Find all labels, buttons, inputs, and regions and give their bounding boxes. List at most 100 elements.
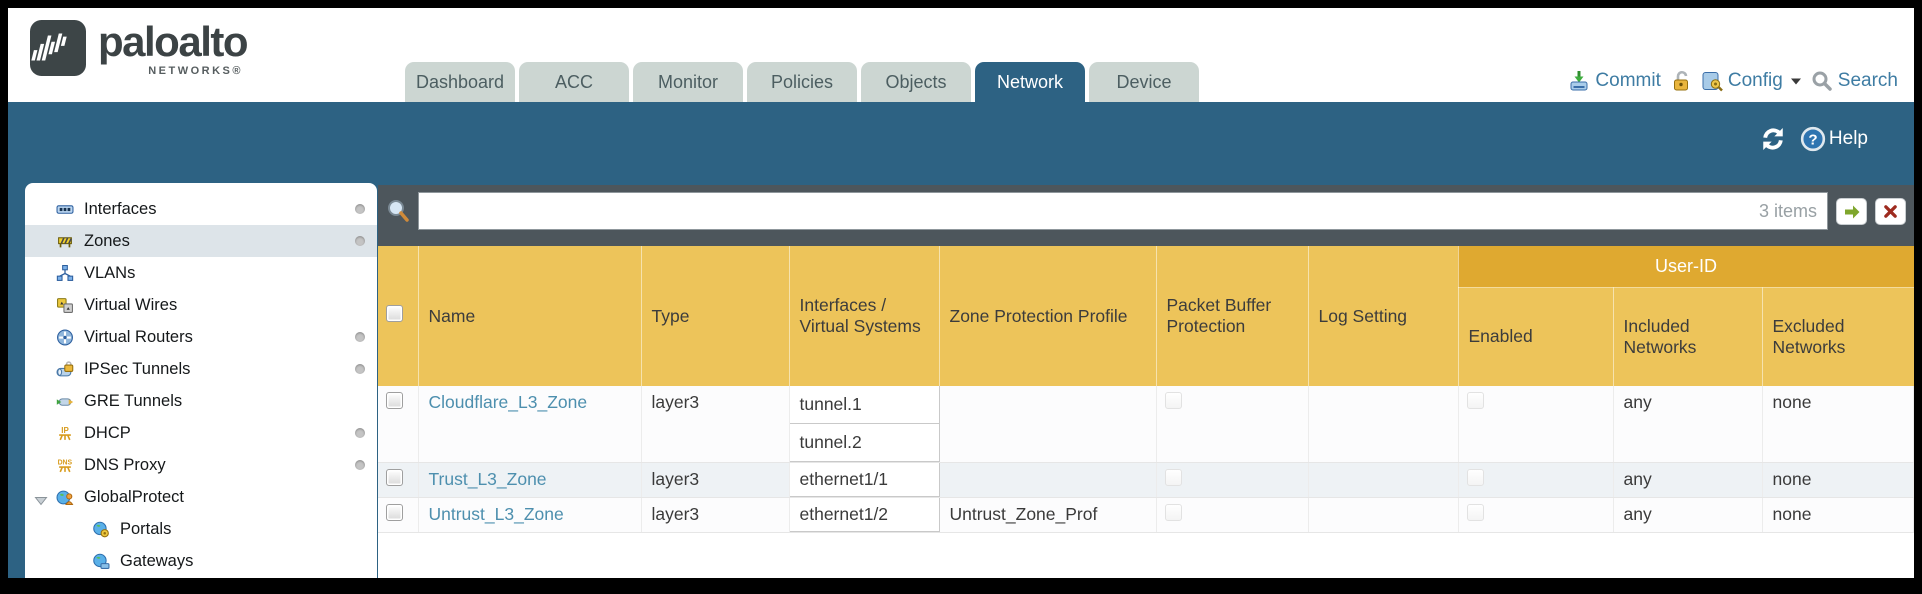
config-label: Config	[1727, 70, 1783, 91]
sidebar-item-virtual-routers[interactable]: Virtual Routers	[25, 321, 377, 353]
sidebar-item-label: Virtual Wires	[84, 295, 178, 314]
table-row: Untrust_L3_Zone layer3 ethernet1/2 Untru…	[378, 497, 1914, 533]
filter-bar: 3 items	[378, 185, 1914, 246]
sidebar-item-dns-proxy[interactable]: DNS DNS Proxy	[25, 449, 377, 481]
status-dot	[355, 364, 365, 374]
tab-device[interactable]: Device	[1089, 62, 1199, 102]
zone-type: layer3	[641, 462, 790, 498]
excluded-networks: none	[1762, 462, 1914, 498]
sidebar-item-portals[interactable]: Portals	[25, 513, 377, 545]
column-header-excluded-networks[interactable]: Excluded Networks	[1762, 287, 1914, 386]
status-dot	[355, 460, 365, 470]
svg-text:?: ?	[1808, 131, 1817, 148]
column-header-name[interactable]: Name	[418, 246, 642, 386]
user-id-enabled-checkbox[interactable]	[1466, 392, 1484, 409]
sidebar-item-interfaces[interactable]: Interfaces	[25, 193, 377, 225]
sidebar-item-virtual-wires[interactable]: Virtual Wires	[25, 289, 377, 321]
sidebar-item-label: DHCP	[84, 423, 131, 442]
sidebar-item-label: Interfaces	[84, 199, 157, 218]
tab-acc[interactable]: ACC	[519, 62, 629, 102]
status-dot	[355, 332, 365, 342]
global-search[interactable]: Search	[1811, 70, 1898, 92]
zone-protection-profile: Untrust_Zone_Prof	[939, 497, 1157, 533]
sidebar-item-zones[interactable]: Zones	[25, 225, 377, 257]
zone-type: layer3	[641, 386, 790, 463]
column-group-user-id: User-ID	[1458, 246, 1914, 288]
interfaces-icon	[55, 201, 75, 218]
packet-buffer-checkbox[interactable]	[1164, 504, 1182, 521]
table-row: Trust_L3_Zone layer3 ethernet1/1 any non…	[378, 462, 1914, 498]
tab-monitor[interactable]: Monitor	[633, 62, 743, 102]
column-header-packet-buffer[interactable]: Packet Buffer Protection	[1156, 246, 1309, 386]
sidebar-item-ipsec-tunnels[interactable]: IPSec Tunnels	[25, 353, 377, 385]
sidebar-item-label: Portals	[120, 519, 172, 538]
app-window: paloalto NETWORKS® Dashboard ACC Monitor…	[8, 8, 1914, 578]
row-checkbox[interactable]	[386, 392, 403, 409]
filter-searchbox: 3 items	[418, 192, 1828, 230]
tab-dashboard[interactable]: Dashboard	[405, 62, 515, 102]
column-header-included-networks[interactable]: Included Networks	[1613, 287, 1763, 386]
logo-text: paloalto NETWORKS®	[98, 18, 249, 77]
sidebar-item-dhcp[interactable]: IP DHCP	[25, 417, 377, 449]
packet-buffer-checkbox[interactable]	[1164, 392, 1182, 409]
top-header: paloalto NETWORKS® Dashboard ACC Monitor…	[8, 8, 1914, 102]
portals-icon	[91, 521, 111, 538]
packet-buffer-checkbox[interactable]	[1164, 469, 1182, 486]
gateways-icon	[91, 553, 111, 570]
column-header-type[interactable]: Type	[641, 246, 790, 386]
expander-icon[interactable]	[34, 492, 48, 506]
row-checkbox[interactable]	[386, 469, 403, 486]
zone-interfaces: ethernet1/1	[788, 462, 940, 498]
lock-icon[interactable]	[1670, 70, 1692, 92]
column-header-zone-protection[interactable]: Zone Protection Profile	[939, 246, 1157, 386]
sidebar-item-vlans[interactable]: VLANs	[25, 257, 377, 289]
table-row: Cloudflare_L3_Zone layer3 tunnel.1 tunne…	[378, 386, 1914, 463]
zone-name-link[interactable]: Trust_L3_Zone	[428, 469, 547, 489]
included-networks: any	[1613, 462, 1763, 498]
zone-name-link[interactable]: Cloudflare_L3_Zone	[428, 392, 588, 412]
sidebar-item-globalprotect[interactable]: GlobalProtect	[25, 481, 377, 513]
commit-label: Commit	[1595, 70, 1661, 91]
band-utilities: ? Help	[1760, 126, 1868, 152]
zones-table: Name Type Interfaces / Virtual Systems Z…	[378, 246, 1914, 533]
logo-wordmark: paloalto	[98, 18, 249, 65]
user-id-enabled-checkbox[interactable]	[1466, 469, 1484, 486]
column-header-log-setting[interactable]: Log Setting	[1308, 246, 1459, 386]
sidebar-item-label: Zones	[84, 231, 130, 250]
commit-button[interactable]: Commit	[1568, 70, 1661, 92]
sidebar-item-label: DNS Proxy	[84, 455, 166, 474]
zone-interfaces: tunnel.1 tunnel.2	[788, 386, 940, 463]
refresh-icon[interactable]	[1760, 126, 1786, 152]
row-checkbox[interactable]	[386, 504, 403, 521]
sidebar-item-gateways[interactable]: Gateways	[25, 545, 377, 577]
config-menu[interactable]: Config	[1701, 70, 1802, 92]
included-networks: any	[1613, 497, 1763, 533]
sidebar-item-label: Gateways	[120, 551, 194, 570]
interface-item: ethernet1/1	[789, 463, 939, 497]
svg-text:IP: IP	[61, 425, 69, 434]
log-setting	[1308, 462, 1459, 498]
help-button[interactable]: ? Help	[1800, 126, 1868, 152]
status-dot	[355, 236, 365, 246]
dns-proxy-icon: DNS	[55, 457, 75, 474]
dhcp-icon: IP	[55, 425, 75, 442]
clear-filter-button[interactable]	[1875, 198, 1906, 225]
select-all-checkbox[interactable]	[386, 305, 403, 322]
help-label: Help	[1828, 128, 1868, 149]
config-icon	[1701, 70, 1723, 92]
column-header-enabled[interactable]: Enabled	[1458, 287, 1614, 386]
zone-type: layer3	[641, 497, 790, 533]
tab-network[interactable]: Network	[975, 62, 1085, 102]
user-id-enabled-checkbox[interactable]	[1466, 504, 1484, 521]
sidebar-item-label: GRE Tunnels	[84, 391, 183, 410]
filter-input[interactable]	[419, 193, 1759, 229]
palo-alto-logo: paloalto NETWORKS®	[30, 18, 249, 77]
sidebar-item-gre-tunnels[interactable]: GRE Tunnels	[25, 385, 377, 417]
tab-policies[interactable]: Policies	[747, 62, 857, 102]
gre-tunnels-icon	[55, 393, 75, 410]
apply-filter-button[interactable]	[1836, 198, 1867, 225]
zone-name-link[interactable]: Untrust_L3_Zone	[428, 504, 564, 524]
tab-objects[interactable]: Objects	[861, 62, 971, 102]
column-header-interfaces[interactable]: Interfaces / Virtual Systems	[789, 246, 940, 386]
